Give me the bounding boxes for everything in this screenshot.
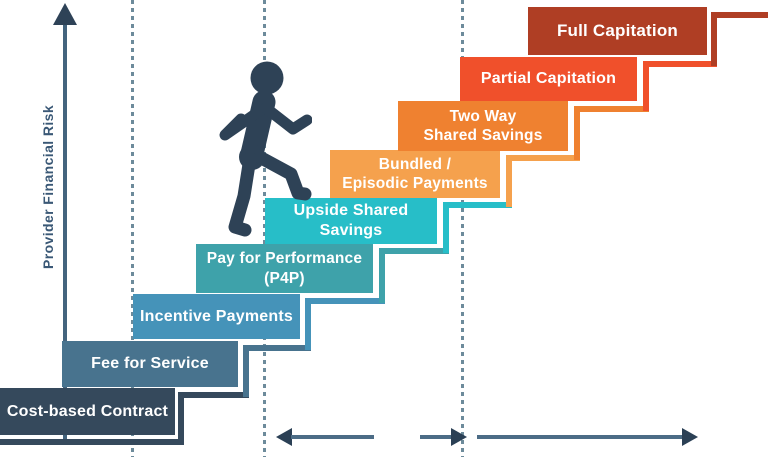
stair-outline-riser: [711, 12, 717, 66]
stair-outline-tread: [443, 202, 512, 208]
step-partial-capitation: Partial Capitation: [460, 57, 637, 101]
left-arrowhead-icon: [276, 428, 292, 446]
stair-outline-riser: [643, 61, 649, 111]
step-pay-for-performance: Pay for Performance (P4P): [196, 244, 373, 293]
step-full-capitation: Full Capitation: [528, 7, 707, 55]
step-label: Fee for Service: [91, 355, 209, 372]
step-upside-shared-savings: Upside Shared Savings: [265, 198, 437, 244]
stair-outline-tread: [305, 298, 385, 304]
stair-outline-riser: [574, 106, 580, 160]
stair-outline-tread: [711, 12, 768, 18]
left-arrow-line: [291, 435, 374, 439]
stair-outline-tread: [243, 345, 311, 351]
stair-outline-ground: [0, 439, 184, 445]
stair-outline-tread: [574, 106, 649, 112]
short-right-arrowhead-icon: [451, 428, 467, 446]
step-cost-based-contract: Cost-based Contract: [0, 388, 175, 435]
step-bundled-episodic-payments: Bundled / Episodic Payments: [330, 150, 500, 198]
step-two-way-shared-savings: Two Way Shared Savings: [398, 101, 568, 151]
short-right-arrow-line: [420, 435, 452, 439]
divider-dashed-line: [461, 0, 464, 457]
stair-outline-riser: [243, 345, 249, 397]
step-incentive-payments: Incentive Payments: [133, 294, 300, 339]
step-label: Full Capitation: [556, 21, 679, 41]
y-axis-label: Provider Financial Risk: [40, 104, 56, 270]
stair-outline-tread: [506, 155, 580, 161]
stair-outline-tread: [379, 248, 449, 254]
step-label: Cost-based Contract: [6, 402, 169, 420]
long-right-arrow-line: [477, 435, 682, 439]
step-label: Upside Shared Savings: [293, 202, 409, 239]
stair-outline-tread: [643, 61, 717, 67]
stair-outline-tread: [178, 392, 249, 398]
step-label: Pay for Performance (P4P): [206, 250, 363, 287]
divider-dashed-line: [131, 0, 134, 457]
walking-person-icon: [219, 61, 312, 237]
step-label: Partial Capitation: [480, 70, 617, 87]
divider-dashed-line: [263, 0, 266, 457]
y-axis-arrowhead-icon: [53, 3, 77, 25]
stair-outline-riser: [443, 202, 449, 253]
step-fee-for-service: Fee for Service: [62, 341, 238, 387]
y-axis-line: [63, 22, 67, 443]
stair-outline-riser: [305, 298, 311, 350]
stair-outline-riser: [178, 392, 184, 444]
stair-outline-riser: [379, 248, 385, 303]
stair-outline-riser: [506, 155, 512, 207]
step-label: Bundled / Episodic Payments: [342, 155, 488, 192]
step-label: Two Way Shared Savings: [423, 107, 543, 144]
long-right-arrowhead-icon: [682, 428, 698, 446]
step-label: Incentive Payments: [140, 307, 293, 325]
